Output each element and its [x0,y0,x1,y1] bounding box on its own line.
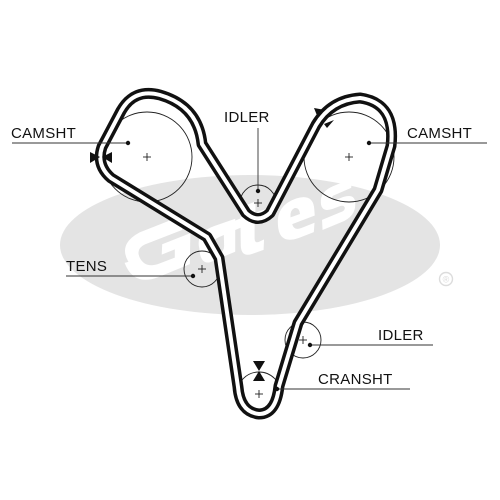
camshaft-right-pointer-dot [366,140,372,146]
crankshaft-pointer-dot [274,386,280,392]
camshaft-left-pointer-dot [125,140,131,146]
registered-mark [438,271,454,287]
camshaft-left-timing-mark [90,152,112,163]
idler-top-pointer-dot [255,188,261,194]
registered-symbol: ® [443,275,450,285]
camshaft-right-center-cross [345,153,353,161]
crankshaft-timing-mark [253,361,265,381]
tensioner-pointer-dot [190,273,196,279]
logo-s [320,178,356,231]
belt-inner-line [98,91,394,416]
label-camshaft-right: CAMSHT [407,125,472,142]
idler-bottom-center-cross [299,336,307,344]
logo-e [277,197,315,240]
pulley-centers [143,153,353,398]
idler-bottom-pointer-dot [307,342,313,348]
component-labels: CAMSHT IDLER CAMSHT TENS IDLER CRANSHT [11,109,472,388]
label-idler-top: IDLER [224,109,270,126]
label-idler-bottom: IDLER [378,327,424,344]
label-tensioner: TENS [66,258,107,275]
gates-logo-watermark: ® [60,175,454,315]
idler-top-center-cross [254,199,262,207]
label-camshaft-left: CAMSHT [11,125,76,142]
camshaft-left-center-cross [143,153,151,161]
camshaft-right-timing-mark [314,108,334,128]
leader-lines [12,128,487,392]
label-crankshaft: CRANSHT [318,371,393,388]
timing-marks [90,108,334,381]
timing-belt [94,87,398,420]
crankshaft-center-cross [255,390,263,398]
logo-g [124,215,191,280]
tensioner-center-cross [198,265,206,273]
